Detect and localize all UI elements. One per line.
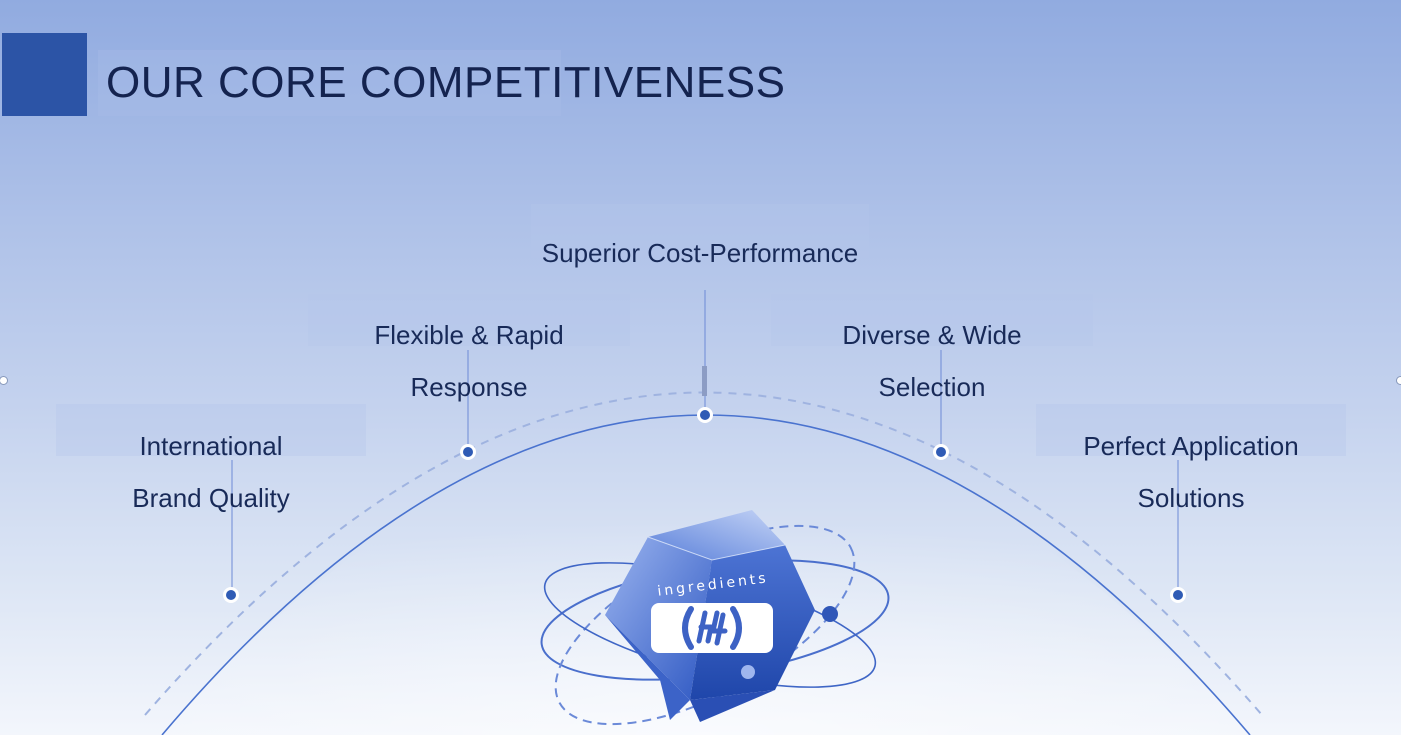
- node-right-low: [1170, 587, 1186, 603]
- label-box-right-mid: [771, 294, 1093, 346]
- feature-label-left-low-line1: International: [139, 431, 283, 461]
- node-left-mid: [460, 444, 476, 460]
- page-title: OUR CORE COMPETITIVENESS: [106, 58, 786, 107]
- node-top: [697, 407, 713, 423]
- feature-label-right-mid: Diverse & Wide Selection: [771, 296, 1093, 426]
- label-box-left-low: [56, 404, 366, 456]
- orbit-ball-1: [822, 606, 838, 622]
- feature-label-top: Superior Cost-Performance: [500, 214, 900, 292]
- selection-handle-left[interactable]: [0, 376, 8, 385]
- feature-label-right-mid-line1: Diverse & Wide: [842, 320, 1022, 350]
- feature-label-right-low-line1: Perfect Application: [1083, 431, 1299, 461]
- label-box-right-low: [1036, 404, 1346, 456]
- title-accent-block: [2, 33, 87, 116]
- feature-label-left-mid-line2: Response: [410, 372, 528, 402]
- feature-label-top-line1: Superior Cost-Performance: [541, 238, 859, 268]
- feature-label-right-mid-line2: Selection: [878, 372, 986, 402]
- brand-monogram-icon: [682, 606, 742, 650]
- orbit-ball-2: [741, 665, 755, 679]
- feature-label-left-low-line2: Brand Quality: [132, 483, 290, 513]
- node-left-low: [223, 587, 239, 603]
- feature-label-left-mid: Flexible & Rapid Response: [308, 296, 630, 426]
- node-right-mid: [933, 444, 949, 460]
- brand-logo-card: [651, 603, 773, 653]
- title-highlight: [98, 50, 561, 116]
- label-box-top: [531, 204, 869, 258]
- selection-handle-right[interactable]: [1396, 376, 1401, 385]
- feature-label-right-low: Perfect Application Solutions: [1036, 407, 1346, 537]
- feature-label-left-mid-line1: Flexible & Rapid: [374, 320, 564, 350]
- feature-label-left-low: International Brand Quality: [56, 407, 366, 537]
- feature-label-right-low-line2: Solutions: [1137, 483, 1245, 513]
- connector-top-marker: [702, 366, 707, 396]
- label-box-left-mid: [308, 294, 630, 346]
